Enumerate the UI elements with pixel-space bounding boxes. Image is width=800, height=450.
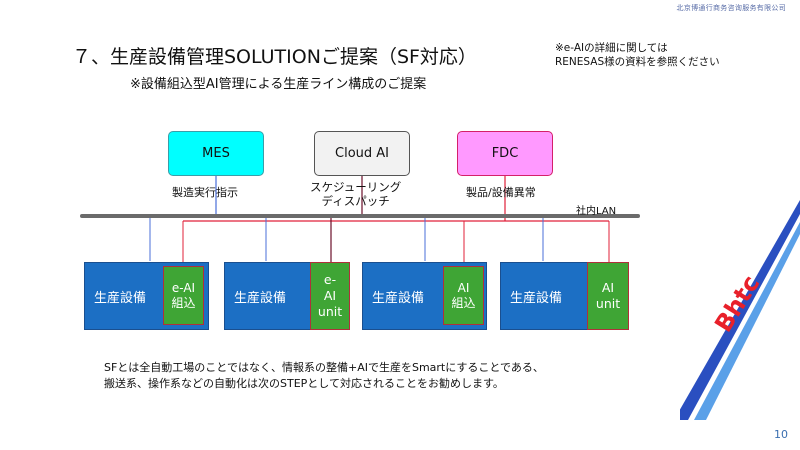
mes-label: MES bbox=[202, 146, 230, 161]
equipment-label: 生産設備 bbox=[94, 291, 147, 306]
logo-decoration: Bhtc bbox=[680, 200, 800, 420]
ai-module-line: unit bbox=[595, 296, 621, 311]
cloud-ai-label: Cloud AI bbox=[335, 146, 389, 161]
page-subtitle: ※設備組込型AI管理による生産ライン構成のご提案 bbox=[130, 77, 427, 92]
ai-module-line: 組込 bbox=[451, 295, 476, 310]
page-number: 10 bbox=[774, 428, 788, 441]
mes-box: MES bbox=[168, 131, 264, 176]
ai-module-line: e-AI bbox=[171, 280, 196, 295]
blue-stripe bbox=[680, 200, 800, 420]
ai-module-line: unit bbox=[317, 304, 343, 319]
equipment-label: 生産設備 bbox=[234, 291, 287, 306]
equipment-label: 生産設備 bbox=[510, 291, 563, 306]
lan-label: 社内LAN bbox=[576, 206, 617, 217]
cloud-caption-line1: スケジューリング bbox=[310, 180, 402, 194]
fdc-caption: 製品/設備異常 bbox=[466, 186, 536, 199]
cloud-ai-box: Cloud AI bbox=[314, 131, 410, 176]
equipment-label: 生産設備 bbox=[372, 291, 425, 306]
footer-text: SFとは全自動工場のことではなく、情報系の整備+AIで生産をSmartにすること… bbox=[104, 360, 544, 392]
ai-module-line: e- bbox=[323, 272, 337, 287]
ai-module-line: AI bbox=[457, 280, 470, 295]
fdc-label: FDC bbox=[491, 146, 519, 161]
fdc-box: FDC bbox=[457, 131, 553, 176]
footer-line2: 搬送系、操作系などの自動化は次のSTEPとして対応されることをお勧めします。 bbox=[104, 377, 504, 390]
lan-bus bbox=[80, 214, 640, 218]
company-name: 北京博通行商务咨询服务有限公司 bbox=[676, 4, 786, 12]
ai-module-line: AI bbox=[323, 288, 337, 303]
footer-line1: SFとは全自動工場のことではなく、情報系の整備+AIで生産をSmartにすること… bbox=[104, 361, 544, 374]
reference-note: ※e-AIの詳細に関しては RENESAS様の資料を参照ください bbox=[555, 41, 720, 69]
cloud-caption: スケジューリング ディスパッチ bbox=[310, 180, 401, 208]
light-stripe bbox=[694, 222, 800, 420]
reference-note-line1: ※e-AIの詳細に関しては bbox=[555, 42, 668, 54]
page-title: ７、生産設備管理SOLUTIONご提案（SF対応） bbox=[72, 46, 477, 68]
reference-note-line2: RENESAS様の資料を参照ください bbox=[555, 56, 720, 68]
cloud-caption-line2: ディスパッチ bbox=[321, 194, 390, 208]
ai-module-line: 組込 bbox=[171, 295, 196, 310]
ai-module-line: AI bbox=[601, 280, 615, 295]
mes-caption: 製造実行指示 bbox=[172, 186, 238, 199]
